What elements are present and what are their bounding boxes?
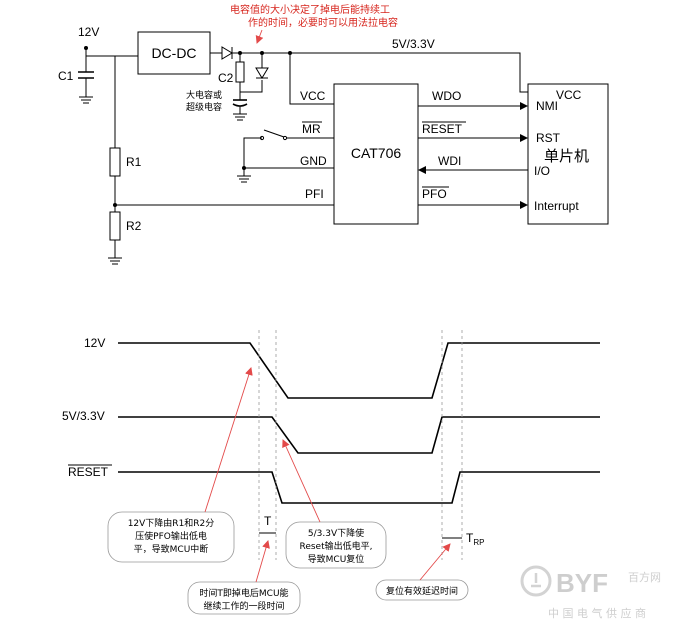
waveform-12v: [118, 342, 600, 399]
note-trp-bubble: [375, 579, 469, 601]
mcu-pin-io: I/O: [534, 164, 550, 178]
c2-diode-icon: [255, 67, 269, 79]
c1-label: C1: [58, 69, 74, 83]
cap-note-arrow: [255, 29, 264, 44]
cat706-pin-gnd: GND: [300, 154, 327, 168]
note-pfo-line1: 12V下降由R1和R2分: [128, 517, 215, 529]
cat706-ground-icon: [237, 175, 251, 183]
note-pfo-bubble: [107, 511, 235, 563]
note-reset-arrow: [282, 439, 321, 523]
watermark-logo-mark: [531, 573, 541, 588]
c2-ground-icon: [233, 113, 247, 121]
note-t-bubble: [187, 581, 301, 615]
mcu-pin-rst: RST: [536, 131, 561, 145]
watermark: BYF 百方网 中 国 电 气 供 应 商: [520, 565, 661, 620]
c2-cap-plate-bottom: [232, 103, 248, 107]
t-label: T: [264, 514, 272, 528]
wire-cat-vcc: [289, 53, 334, 105]
r2-resistor: [109, 211, 121, 241]
mr-switch-contact: [282, 135, 288, 141]
waveform-reset: [118, 471, 600, 504]
dcdc-box: [137, 31, 211, 75]
note-pfo-line2: 压使PFO输出低电: [135, 530, 207, 542]
cap-note-line1: 电容值的大小决定了掉电后能持续工: [230, 3, 390, 16]
cat706-pin-reset: RESET: [422, 122, 463, 136]
rail-label: 5V/3.3V: [392, 37, 435, 51]
note-reset-bubble: [285, 521, 387, 569]
waveform-5v: [118, 416, 600, 454]
note-t-line2: 继续工作的一段时间: [203, 600, 284, 612]
note-reset-line1: 5/3.3V下降使: [308, 527, 364, 539]
note-pfo-arrow: [204, 367, 253, 513]
note-trp-arrow: [419, 543, 451, 581]
watermark-tagline: 中 国 电 气 供 应 商: [548, 606, 646, 620]
cat706-pin-wdi: WDI: [438, 154, 461, 168]
bigcap-note-line1: 大电容或: [186, 89, 222, 101]
wire-mr-gnd: [243, 137, 262, 176]
mcu-name: 单片机: [544, 147, 589, 165]
watermark-logo-text: BYF: [556, 568, 608, 598]
cat706-pin-mr: MR: [302, 122, 321, 136]
signal-label-12v: 12V: [84, 336, 105, 350]
trp-label: TRP: [466, 531, 484, 547]
c1-ground-icon: [79, 96, 93, 104]
mcu-pin-interrupt: Interrupt: [534, 199, 579, 213]
note-t-arrow: [255, 540, 270, 583]
circuit-schematic: 12V C1 R1 R2 DC-DC 5V/3.3V: [58, 3, 609, 265]
cap-note-line2: 作的时间，必要时可以用法拉电容: [248, 16, 398, 29]
note-reset-line2: Reset输出低电平,: [299, 540, 372, 552]
wire-divider-top: [86, 55, 116, 148]
r2-label: R2: [126, 219, 142, 233]
cat706-pin-vcc: VCC: [300, 89, 326, 103]
supply-label: 12V: [78, 25, 99, 39]
cat706-name: CAT706: [351, 145, 402, 161]
cat706-chip: [333, 83, 419, 225]
mcu-pin-vcc: VCC: [556, 88, 582, 102]
dcdc-label: DC-DC: [151, 45, 196, 61]
timing-diagram: 12V 5V/3.3V RESET T TRP 12V下降由R1和R2分 压使P…: [62, 330, 600, 615]
mcu-pin-nmi: NMI: [536, 99, 558, 113]
signal-label-reset: RESET: [68, 465, 109, 479]
mcu-chip: [527, 83, 609, 225]
r1-label: R1: [126, 155, 142, 169]
mr-switch-lever: [263, 129, 285, 138]
watermark-logo-cn: 百方网: [628, 570, 661, 584]
cat706-pin-pfo: PFO: [422, 187, 447, 201]
note-t-line1: 时间T即掉电后MCU能: [199, 587, 288, 599]
c2-label: C2: [218, 71, 234, 85]
note-reset-line3: 导致MCU复位: [308, 553, 365, 565]
cat706-pin-pfi: PFI: [305, 187, 324, 201]
c1-capacitor: [78, 71, 94, 79]
c2-diode-bar: [256, 53, 268, 79]
cat706-pin-wdo: WDO: [432, 89, 461, 103]
r1-resistor: [109, 147, 121, 177]
diode-icon: [221, 46, 233, 60]
note-pfo-line3: 平，导致MCU中断: [134, 543, 209, 555]
signal-label-5v: 5V/3.3V: [62, 409, 105, 423]
bigcap-note-line2: 超级电容: [186, 101, 222, 113]
r2-ground-icon: [108, 257, 122, 265]
note-trp-line1: 复位有效延迟时间: [386, 585, 458, 597]
watermark-logo-icon: [520, 565, 552, 597]
c2-series-resistor: [235, 61, 245, 83]
wire-12v-dcdc: [85, 48, 138, 57]
wire-c2-loop: [239, 80, 263, 93]
